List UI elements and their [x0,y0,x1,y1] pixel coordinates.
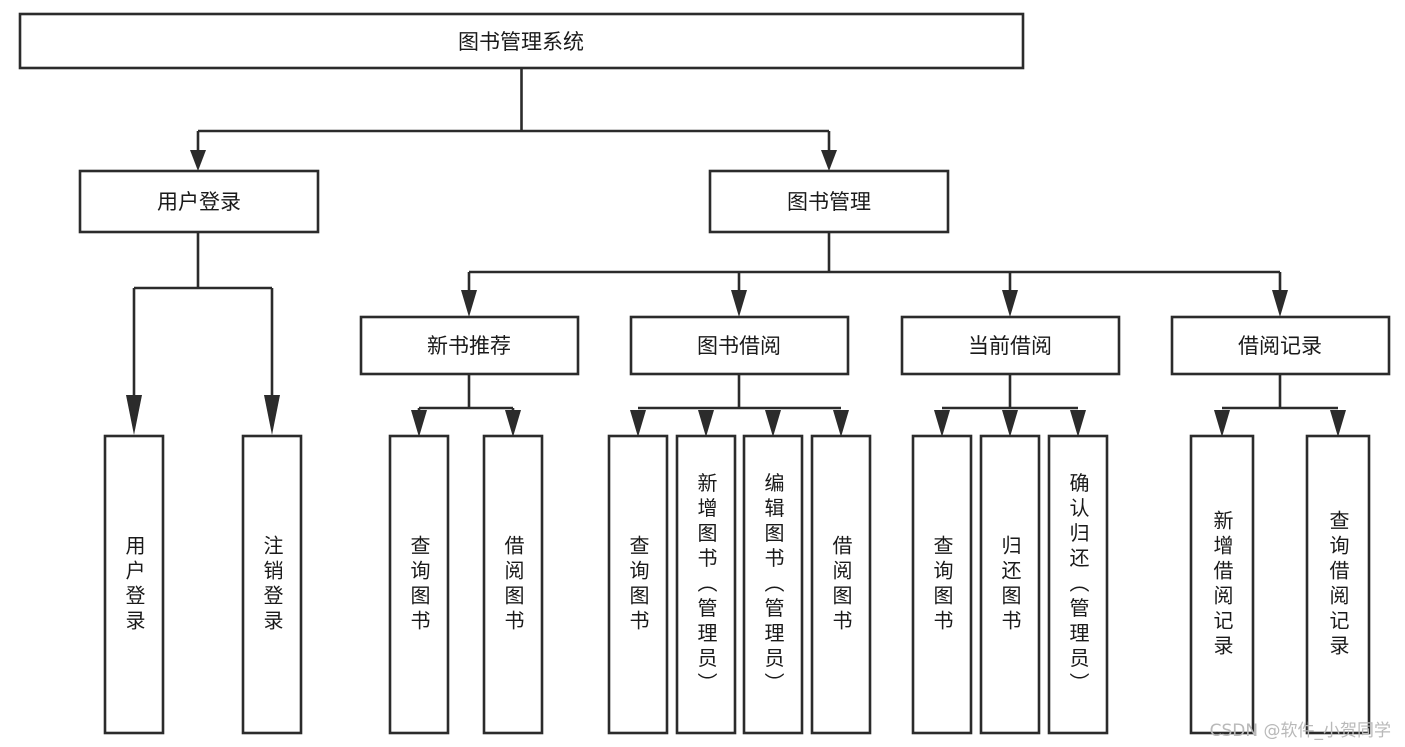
arrow-head-book-manage [821,150,837,171]
leaf-new-book-1[interactable]: 查询图书 [388,434,450,735]
node-book-manage[interactable]: 图书管理 [708,169,950,234]
leaf-book-borrow-4-box[interactable] [810,434,872,735]
leaf-current-borrow-3-label: 确认归还（管理员） [1066,472,1090,697]
node-root[interactable]: 图书管理系统 [18,12,1025,70]
leaf-book-borrow-2[interactable]: 新增图书（管理员） [675,434,737,735]
arrow-head-leaf-u2 [264,395,280,435]
leaf-book-borrow-1[interactable]: 查询图书 [607,434,669,735]
arrow-head-leaf-b2 [698,410,714,437]
arrow-head-leaf-n2 [505,410,521,437]
node-user-login[interactable]: 用户登录 [78,169,320,234]
node-borrow-record-label: 借阅记录 [1238,334,1322,358]
leaf-current-borrow-2-label: 归还图书 [998,535,1022,635]
arrow-head-l3-3 [1002,290,1018,317]
leaf-borrow-record-2-label: 查询借阅记录 [1326,510,1350,660]
leaf-user-login-2-box[interactable] [241,434,303,735]
leaf-book-borrow-4[interactable]: 借阅图书 [810,434,872,735]
node-current-borrow-label: 当前借阅 [968,334,1052,358]
node-borrow-record[interactable]: 借阅记录 [1170,315,1391,376]
leaf-current-borrow-1-label: 查询图书 [930,535,954,635]
leaf-user-login-2-label: 注销登录 [260,535,284,635]
leaf-user-login-1-box[interactable] [103,434,165,735]
leaf-current-borrow-1-box[interactable] [911,434,973,735]
node-root-label: 图书管理系统 [458,30,584,54]
leaf-borrow-record-1-box[interactable] [1189,434,1255,735]
node-current-borrow[interactable]: 当前借阅 [900,315,1121,376]
node-book-manage-label: 图书管理 [787,190,871,214]
leaf-book-borrow-3-box[interactable] [742,434,804,735]
arrow-head-leaf-b4 [833,410,849,437]
leaf-new-book-2-label: 借阅图书 [501,535,525,635]
arrow-head-leaf-r1 [1214,410,1230,437]
node-current-borrow-box[interactable] [900,315,1121,376]
leaf-new-book-2-box[interactable] [482,434,544,735]
leaf-book-borrow-2-box[interactable] [675,434,737,735]
node-book-manage-box[interactable] [708,169,950,234]
node-book-borrow[interactable]: 图书借阅 [629,315,850,376]
node-new-book-box[interactable] [359,315,580,376]
leaf-current-borrow-2[interactable]: 归还图书 [979,434,1041,735]
arrow-head-leaf-b3 [765,410,781,437]
node-user-login-box[interactable] [78,169,320,234]
node-book-borrow-box[interactable] [629,315,850,376]
arrow-head-user-login [190,150,206,171]
node-root-box[interactable] [18,12,1025,70]
arrow-head-l3-2 [731,290,747,317]
leaf-borrow-record-1-label: 新增借阅记录 [1210,510,1234,660]
node-new-book[interactable]: 新书推荐 [359,315,580,376]
arrow-head-leaf-b1 [630,410,646,437]
leaf-user-login-2[interactable]: 注销登录 [241,434,303,735]
leaf-current-borrow-3-box[interactable] [1047,434,1109,735]
arrow-head-leaf-c3 [1070,410,1086,437]
connectors [126,68,1346,437]
leaf-current-borrow-3[interactable]: 确认归还（管理员） [1047,434,1109,735]
leaf-book-borrow-1-box[interactable] [607,434,669,735]
node-user-login-label: 用户登录 [157,190,241,214]
arrow-head-leaf-c1 [934,410,950,437]
node-borrow-record-box[interactable] [1170,315,1391,376]
leaf-book-borrow-3-label: 编辑图书（管理员） [761,472,785,697]
leaf-new-book-1-label: 查询图书 [407,535,431,635]
node-new-book-label: 新书推荐 [427,334,511,358]
leaf-user-login-1-label: 用户登录 [122,535,146,635]
leaf-book-borrow-3[interactable]: 编辑图书（管理员） [742,434,804,735]
leaf-book-borrow-1-label: 查询图书 [626,535,650,635]
leaf-borrow-record-2[interactable]: 查询借阅记录 [1305,434,1371,735]
arrow-head-leaf-u1 [126,395,142,435]
arrow-head-l3-1 [461,290,477,317]
arrow-head-leaf-r2 [1330,410,1346,437]
leaf-borrow-record-2-box[interactable] [1305,434,1371,735]
arrow-head-leaf-c2 [1002,410,1018,437]
leaf-book-borrow-4-label: 借阅图书 [829,535,853,635]
leaf-current-borrow-2-box[interactable] [979,434,1041,735]
arrow-head-leaf-n1 [411,410,427,437]
leaf-new-book-1-box[interactable] [388,434,450,735]
node-book-borrow-label: 图书借阅 [697,334,781,358]
leaf-borrow-record-1[interactable]: 新增借阅记录 [1189,434,1255,735]
leaf-new-book-2[interactable]: 借阅图书 [482,434,544,735]
leaf-book-borrow-2-label: 新增图书（管理员） [694,472,718,697]
arrow-head-l3-4 [1272,290,1288,317]
leaf-user-login-1[interactable]: 用户登录 [103,434,165,735]
leaf-current-borrow-1[interactable]: 查询图书 [911,434,973,735]
